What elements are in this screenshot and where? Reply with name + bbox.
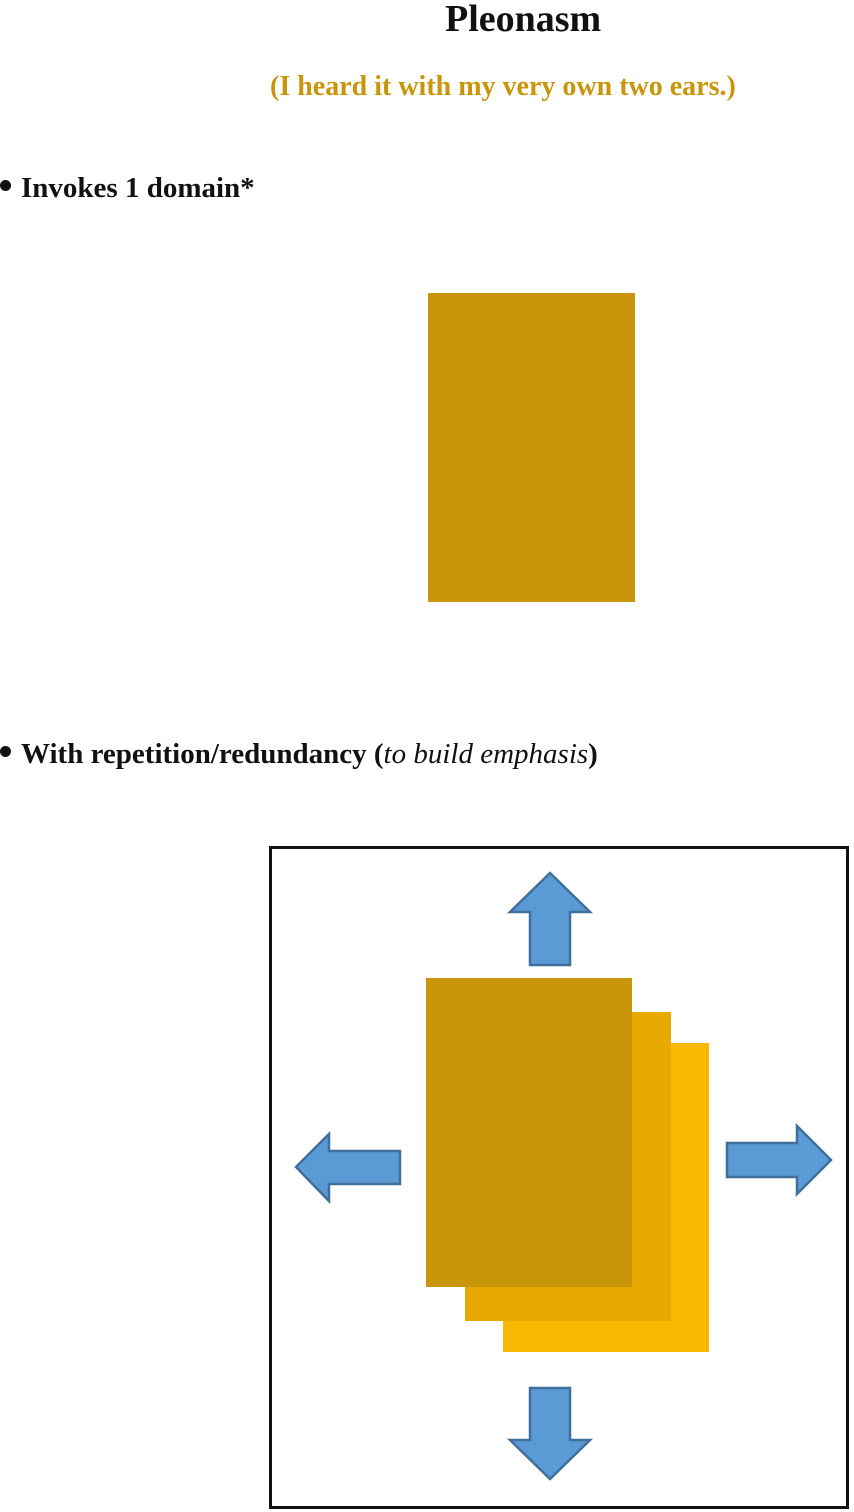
bullet-dot bbox=[0, 180, 11, 191]
bullet-invokes-domain-text: Invokes 1 domain* bbox=[21, 172, 255, 204]
page-subtitle: (I heard it with my very own two ears.) bbox=[270, 71, 736, 102]
single-domain-rectangle bbox=[428, 293, 635, 602]
bullet-repetition-italic: to build emphasis bbox=[383, 738, 589, 770]
bullet-dot bbox=[0, 746, 11, 757]
page-title: Pleonasm bbox=[445, 0, 602, 40]
bullet-repetition-prefix: With repetition/redundancy ( bbox=[21, 738, 384, 770]
bullet-invokes-domain: Invokes 1 domain* bbox=[0, 171, 255, 205]
emphasis-diagram-frame bbox=[269, 846, 849, 1509]
bullet-repetition-suffix: ) bbox=[588, 738, 598, 770]
bullet-repetition: With repetition/redundancy (to build emp… bbox=[0, 737, 598, 771]
